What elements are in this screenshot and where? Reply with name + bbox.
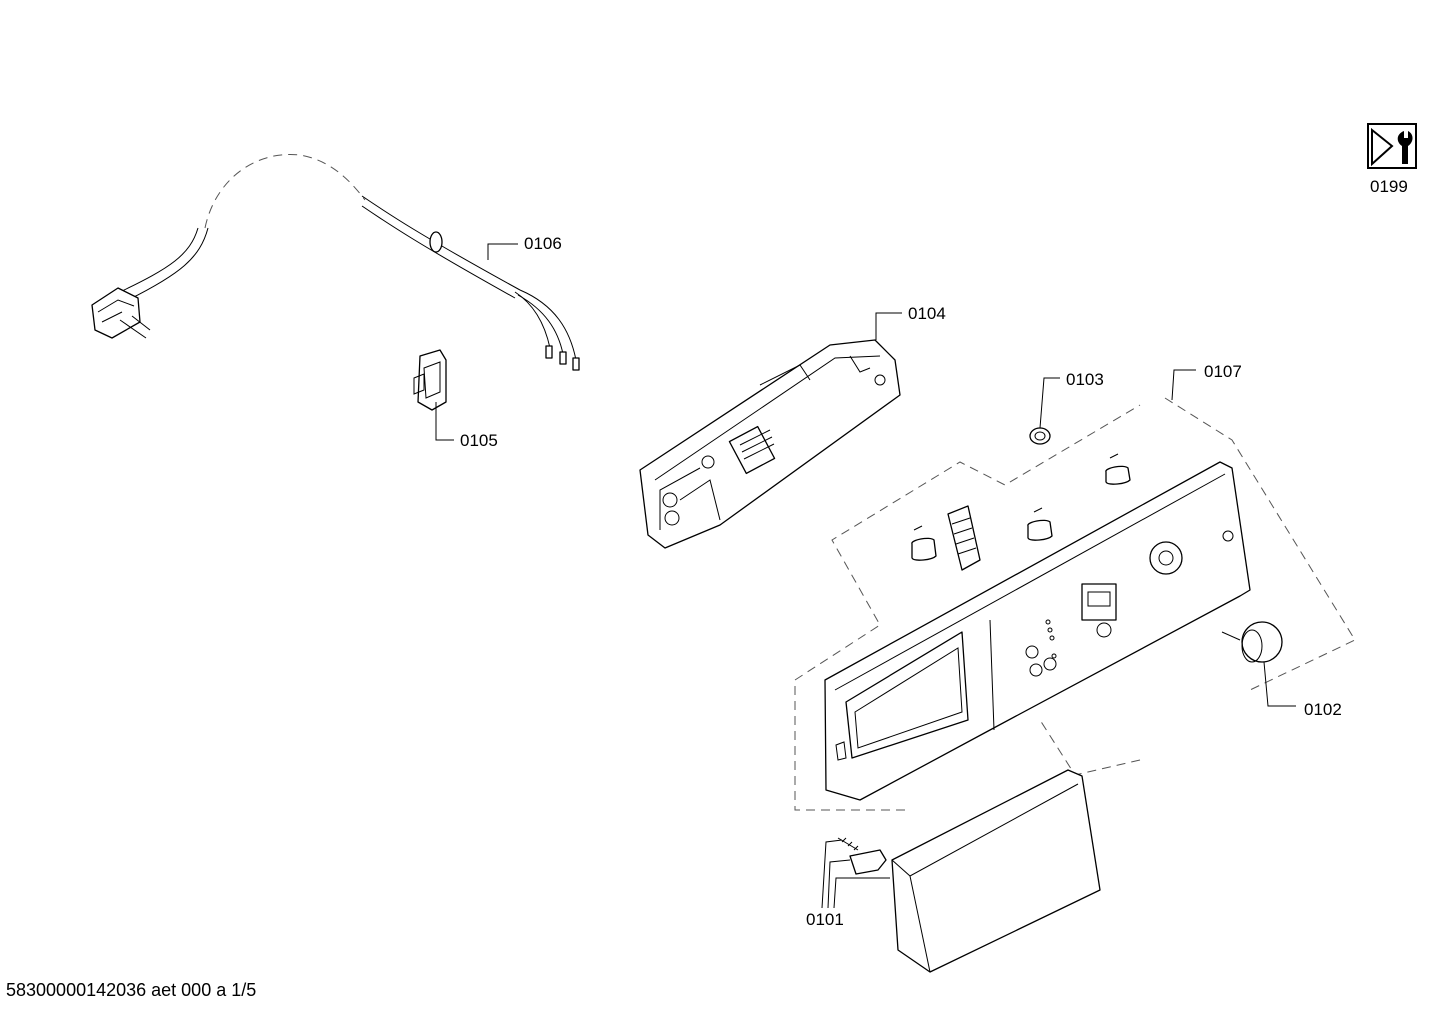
- drawing-reference: 58300000142036 aet 000 a 1/5: [6, 980, 257, 1000]
- leader-lines: [435, 243, 1296, 909]
- label-0199: 0199: [1370, 177, 1408, 196]
- knob-part[interactable]: [1221, 621, 1283, 663]
- drawer-front-part[interactable]: [891, 769, 1101, 973]
- label-0101: 0101: [806, 910, 844, 929]
- button-set-part[interactable]: [911, 453, 1131, 571]
- label-0106: 0106: [524, 234, 562, 253]
- wrench-icon[interactable]: [1367, 123, 1417, 169]
- label-0103: 0103: [1066, 370, 1104, 389]
- label-0107: 0107: [1204, 362, 1242, 381]
- control-module-part[interactable]: [639, 339, 901, 549]
- suppressor-part[interactable]: [413, 349, 447, 411]
- fascia-panel-part[interactable]: [824, 461, 1251, 801]
- label-0104: 0104: [908, 304, 946, 323]
- label-0105: 0105: [460, 431, 498, 450]
- screw-clip-part[interactable]: [837, 837, 887, 875]
- cap-part[interactable]: [1029, 427, 1051, 445]
- power-cord-part[interactable]: [91, 153, 580, 371]
- label-0102: 0102: [1304, 700, 1342, 719]
